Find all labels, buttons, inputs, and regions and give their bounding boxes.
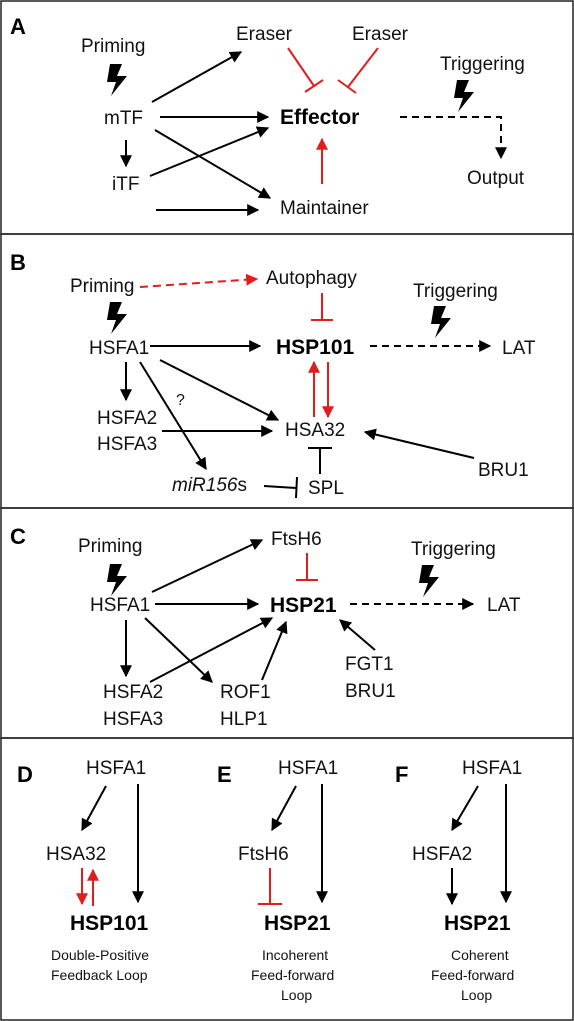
d-arrow-hsfa1-hsa32 — [81, 785, 107, 832]
e-ftsh6-label: FtsH6 — [238, 844, 289, 865]
c-rof1-label: ROF1 — [220, 682, 271, 703]
f-caption-2: Feed-forward — [431, 967, 514, 983]
b-mir156-suffix: s — [237, 475, 247, 496]
panel-e-letter: E — [217, 762, 232, 787]
c-ftsh6-label: FtsH6 — [271, 529, 322, 550]
c-arrow-rof1-hsp21 — [261, 620, 288, 681]
c-arrow-hsfa2-hsp21 — [149, 617, 274, 683]
a-eraser-1-label: Eraser — [236, 24, 293, 45]
b-triggering-label: Triggering — [413, 281, 498, 302]
f-hsfa1-label: HSFA1 — [462, 758, 522, 779]
b-hsa32-label: HSA32 — [285, 420, 345, 441]
b-inhibit-mir156-spl — [263, 485, 297, 489]
e-caption-2: Feed-forward — [251, 967, 334, 983]
e-caption-1: Incoherent — [262, 947, 328, 963]
d-hsa32-label: HSA32 — [46, 844, 106, 865]
c-hsp21-label: HSP21 — [270, 594, 337, 617]
a-output-label: Output — [467, 168, 525, 189]
a-inhibit-bar-2 — [337, 79, 357, 94]
b-triggering-lightning-icon — [431, 306, 451, 338]
c-hsfa1-label: HSFA1 — [90, 595, 150, 616]
b-inhibit-bar-mir156 — [295, 476, 298, 499]
a-priming-lightning-icon — [107, 64, 127, 96]
e-caption-3: Loop — [281, 987, 312, 1003]
a-effector-label: Effector — [280, 106, 359, 129]
b-hsp101-label: HSP101 — [276, 336, 355, 359]
c-arrow-fgt1-hsp21 — [339, 619, 376, 651]
a-maintainer-label: Maintainer — [280, 198, 369, 219]
f-hsp21-label: HSP21 — [444, 912, 511, 935]
b-priming-lightning-icon — [107, 302, 127, 334]
f-hsfa2-label: HSFA2 — [412, 844, 472, 865]
b-hsfa1-label: HSFA1 — [89, 338, 149, 359]
b-arrow-bru1-hsa32 — [363, 428, 475, 459]
panel-b-letter: B — [10, 250, 26, 275]
b-mir156s-label: miR156s — [172, 475, 247, 496]
b-arrow-hsfa1-mir156 — [139, 361, 207, 471]
a-triggering-label: Triggering — [440, 54, 525, 75]
b-mir156-italic: miR156 — [172, 475, 238, 496]
a-arrow-mtf-eraser — [151, 51, 243, 103]
a-triggering-lightning-icon — [454, 80, 474, 112]
e-arrow-hsfa1-ftsh6 — [271, 785, 297, 832]
b-dashed-priming-autophagy — [139, 273, 259, 288]
c-hsfa2-label: HSFA2 — [103, 682, 163, 703]
a-arrow-itf-effector — [149, 126, 270, 177]
panel-def-border — [0, 737, 574, 1021]
b-question-mark: ? — [176, 392, 185, 409]
d-hsp101-label: HSP101 — [70, 912, 149, 935]
f-arrow-hsfa1-hsfa2 — [451, 785, 479, 832]
c-priming-lightning-icon — [107, 564, 127, 596]
b-hsfa2-label: HSFA2 — [97, 408, 157, 429]
panel-a-letter: A — [10, 14, 26, 39]
a-inhibit-eraser1-effector — [287, 47, 315, 87]
c-lat-label: LAT — [487, 595, 521, 616]
f-caption-3: Loop — [461, 987, 492, 1003]
panel-d-letter: D — [17, 762, 33, 787]
c-triggering-label: Triggering — [411, 539, 496, 560]
c-triggering-lightning-icon — [419, 565, 439, 597]
d-caption-1: Double-Positive — [51, 947, 149, 963]
a-inhibit-eraser2-effector — [347, 47, 379, 88]
panel-f-letter: F — [395, 762, 408, 787]
b-hsfa3-label: HSFA3 — [97, 434, 157, 455]
c-fgt1-label: FGT1 — [345, 654, 394, 675]
d-caption-2: Feedback Loop — [51, 967, 148, 983]
b-bru1-label: BRU1 — [478, 460, 529, 481]
e-hsp21-label: HSP21 — [264, 912, 331, 935]
b-priming-label: Priming — [70, 276, 134, 297]
e-hsfa1-label: HSFA1 — [278, 758, 338, 779]
a-inhibit-bar-1 — [304, 79, 324, 93]
a-arrow-mtf-maintainer — [154, 129, 272, 199]
d-hsfa1-label: HSFA1 — [86, 758, 146, 779]
a-itf-label: iTF — [112, 174, 139, 195]
c-bru1-label: BRU1 — [345, 681, 396, 702]
c-arrow-hsfa1-rof1 — [144, 617, 213, 683]
b-lat-label: LAT — [502, 338, 536, 359]
panel-c-letter: C — [10, 524, 26, 549]
f-caption-1: Coherent — [451, 947, 509, 963]
b-autophagy-label: Autophagy — [266, 268, 357, 289]
a-mtf-label: mTF — [104, 108, 143, 129]
b-arrow-hsfa1-hsa32 — [159, 359, 280, 421]
a-dashed-effector-output — [400, 116, 507, 160]
c-hsfa3-label: HSFA3 — [103, 709, 163, 730]
c-hlp1-label: HLP1 — [220, 709, 268, 730]
a-eraser-2-label: Eraser — [352, 24, 409, 45]
c-priming-label: Priming — [78, 536, 142, 557]
c-arrow-hsfa1-ftsh6 — [151, 539, 264, 593]
b-spl-label: SPL — [308, 478, 344, 499]
a-priming-label: Priming — [81, 36, 145, 57]
